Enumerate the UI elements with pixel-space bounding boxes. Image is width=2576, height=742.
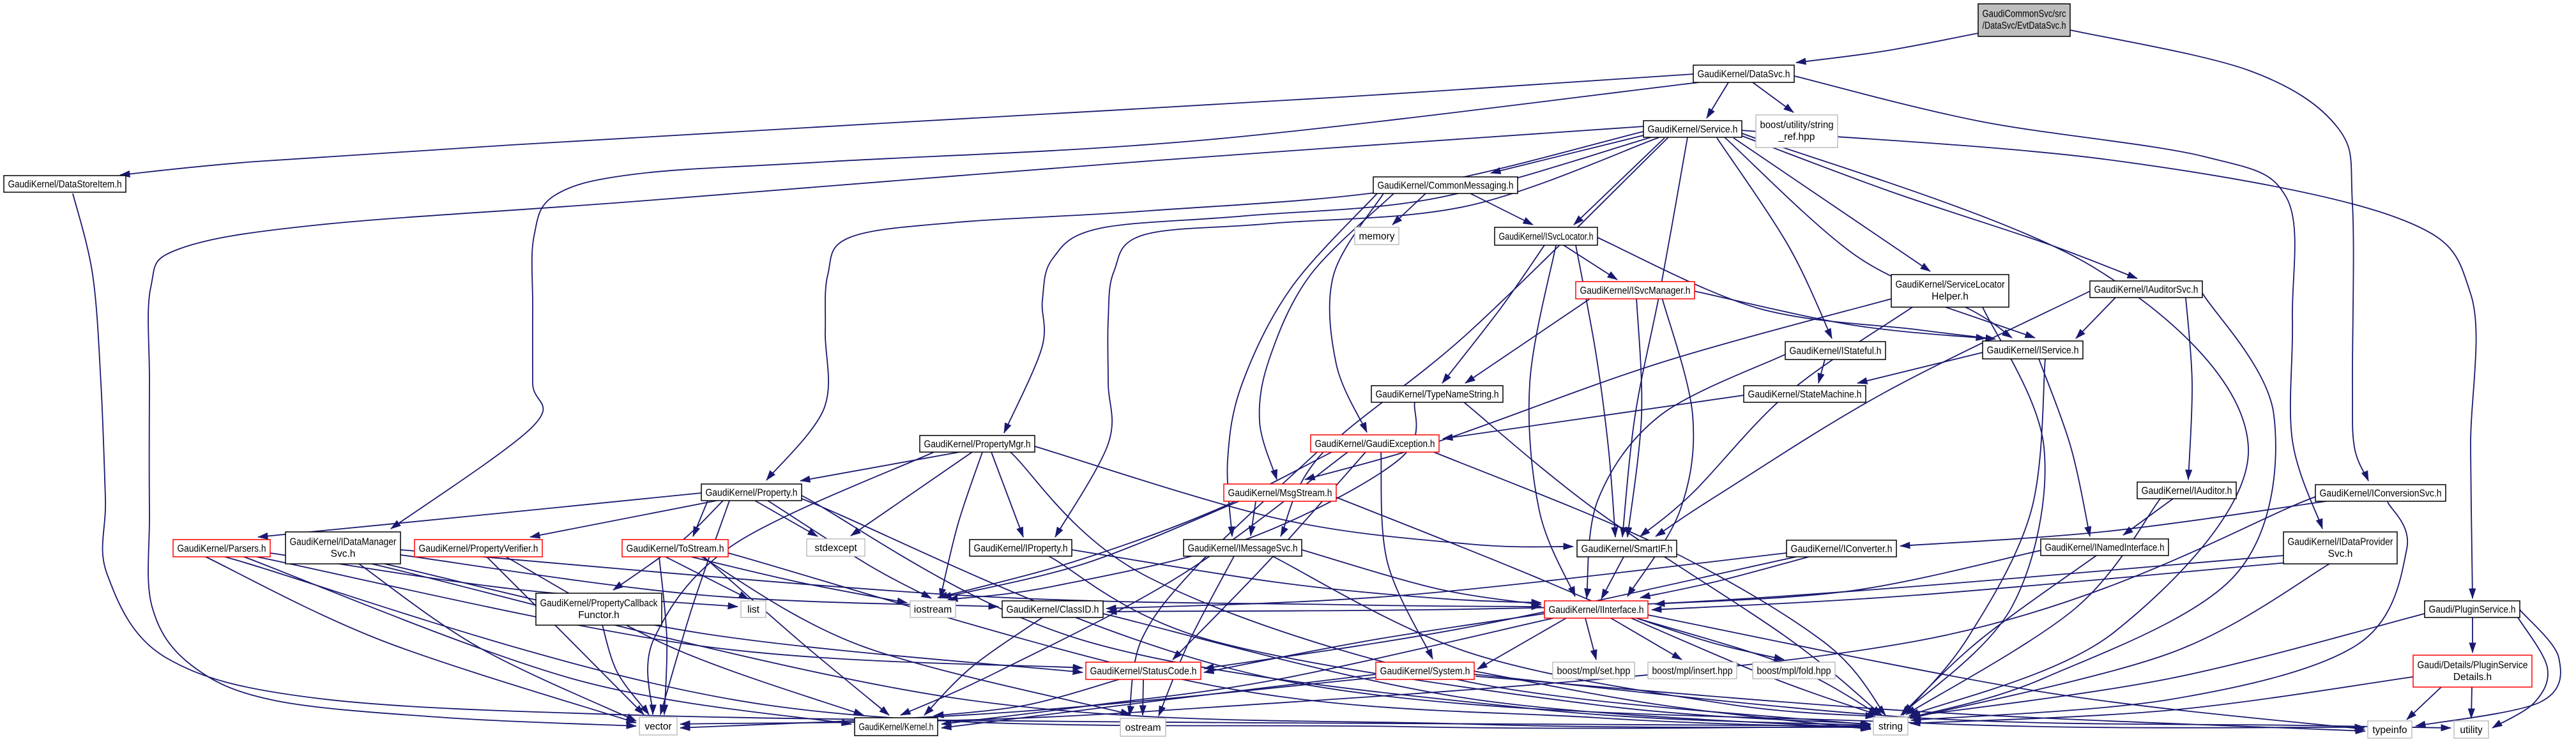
svg-text:GaudiKernel/IDataProvider: GaudiKernel/IDataProvider [2288,537,2393,548]
svg-text:typeinfo: typeinfo [2372,725,2407,736]
svg-text:GaudiKernel/StateMachine.h: GaudiKernel/StateMachine.h [1748,390,1862,400]
svg-text:Gaudi/PluginService.h: Gaudi/PluginService.h [2429,605,2516,616]
svg-text:GaudiKernel/ToStream.h: GaudiKernel/ToStream.h [627,543,724,554]
svg-text:vector: vector [644,722,671,732]
svg-text:GaudiKernel/MsgStream.h: GaudiKernel/MsgStream.h [1228,488,1332,499]
svg-text:string: string [1879,722,1903,732]
svg-text:boost/utility/string: boost/utility/string [1760,120,1834,131]
svg-text:boost/mpl/insert.hpp: boost/mpl/insert.hpp [1652,666,1733,677]
svg-text:Helper.h: Helper.h [1932,291,1969,302]
svg-text:utility: utility [2460,725,2483,736]
svg-text:GaudiKernel/IDataManager: GaudiKernel/IDataManager [290,537,397,548]
svg-text:GaudiKernel/PropertyCallback: GaudiKernel/PropertyCallback [540,598,658,609]
svg-text:GaudiKernel/IProperty.h: GaudiKernel/IProperty.h [974,543,1068,554]
svg-text:GaudiKernel/Property.h: GaudiKernel/Property.h [706,488,798,499]
svg-text:iostream: iostream [914,605,952,616]
svg-text:GaudiKernel/ServiceLocator: GaudiKernel/ServiceLocator [1896,280,2005,291]
svg-text:list: list [747,605,760,616]
svg-text:Details.h: Details.h [2453,672,2492,683]
svg-text:GaudiKernel/IInterface.h: GaudiKernel/IInterface.h [1549,605,1644,616]
svg-text:GaudiKernel/IConversionSvc.h: GaudiKernel/IConversionSvc.h [2320,488,2442,499]
svg-text:GaudiKernel/StatusCode.h: GaudiKernel/StatusCode.h [1090,666,1197,677]
svg-text:GaudiKernel/IConverter.h: GaudiKernel/IConverter.h [1791,544,1893,555]
svg-text:GaudiKernel/Service.h: GaudiKernel/Service.h [1648,125,1738,135]
svg-text:GaudiKernel/SmartIF.h: GaudiKernel/SmartIF.h [1581,544,1673,555]
svg-text:GaudiCommonSvc/src: GaudiCommonSvc/src [1983,9,2066,20]
svg-text:/DataSvc/EvtDataSvc.h: /DataSvc/EvtDataSvc.h [1983,20,2066,31]
svg-text:boost/mpl/fold.hpp: boost/mpl/fold.hpp [1757,666,1831,677]
svg-text:GaudiKernel/IAuditorSvc.h: GaudiKernel/IAuditorSvc.h [2094,285,2199,296]
svg-text:GaudiKernel/ClassID.h: GaudiKernel/ClassID.h [1007,605,1099,616]
svg-text:GaudiKernel/INamedInterface.h: GaudiKernel/INamedInterface.h [2045,543,2165,554]
svg-text:GaudiKernel/ISvcManager.h: GaudiKernel/ISvcManager.h [1580,285,1691,296]
svg-text:GaudiKernel/System.h: GaudiKernel/System.h [1380,666,1470,677]
svg-text:stdexcept: stdexcept [814,543,857,554]
svg-text:boost/mpl/set.hpp: boost/mpl/set.hpp [1557,666,1631,677]
svg-text:GaudiKernel/PropertyMgr.h: GaudiKernel/PropertyMgr.h [924,439,1031,450]
svg-text:GaudiKernel/DataStoreItem.h: GaudiKernel/DataStoreItem.h [8,179,122,190]
svg-text:_ref.hpp: _ref.hpp [1778,132,1815,142]
svg-text:GaudiKernel/GaudiException.h: GaudiKernel/GaudiException.h [1315,439,1435,450]
svg-text:Svc.h: Svc.h [2328,549,2353,559]
svg-text:Functor.h: Functor.h [578,610,620,621]
svg-text:memory: memory [1359,231,1395,242]
svg-text:GaudiKernel/PropertyVerifier.h: GaudiKernel/PropertyVerifier.h [419,543,538,554]
svg-text:Svc.h: Svc.h [331,549,356,559]
svg-text:GaudiKernel/IAuditor.h: GaudiKernel/IAuditor.h [2142,486,2232,497]
svg-text:GaudiKernel/IService.h: GaudiKernel/IService.h [1987,345,2079,356]
svg-text:ostream: ostream [1125,723,1161,734]
svg-text:GaudiKernel/IStateful.h: GaudiKernel/IStateful.h [1790,346,1882,357]
svg-text:GaudiKernel/Parsers.h: GaudiKernel/Parsers.h [178,543,266,554]
svg-text:GaudiKernel/ISvcLocator.h: GaudiKernel/ISvcLocator.h [1499,232,1594,243]
svg-text:GaudiKernel/CommonMessaging.h: GaudiKernel/CommonMessaging.h [1378,181,1514,192]
svg-text:GaudiKernel/Kernel.h: GaudiKernel/Kernel.h [859,722,934,733]
svg-text:GaudiKernel/TypeNameString.h: GaudiKernel/TypeNameString.h [1376,390,1499,400]
svg-text:GaudiKernel/DataSvc.h: GaudiKernel/DataSvc.h [1698,69,1790,80]
svg-text:Gaudi/Details/PluginService: Gaudi/Details/PluginService [2418,660,2528,671]
svg-text:GaudiKernel/IMessageSvc.h: GaudiKernel/IMessageSvc.h [1188,543,1298,554]
